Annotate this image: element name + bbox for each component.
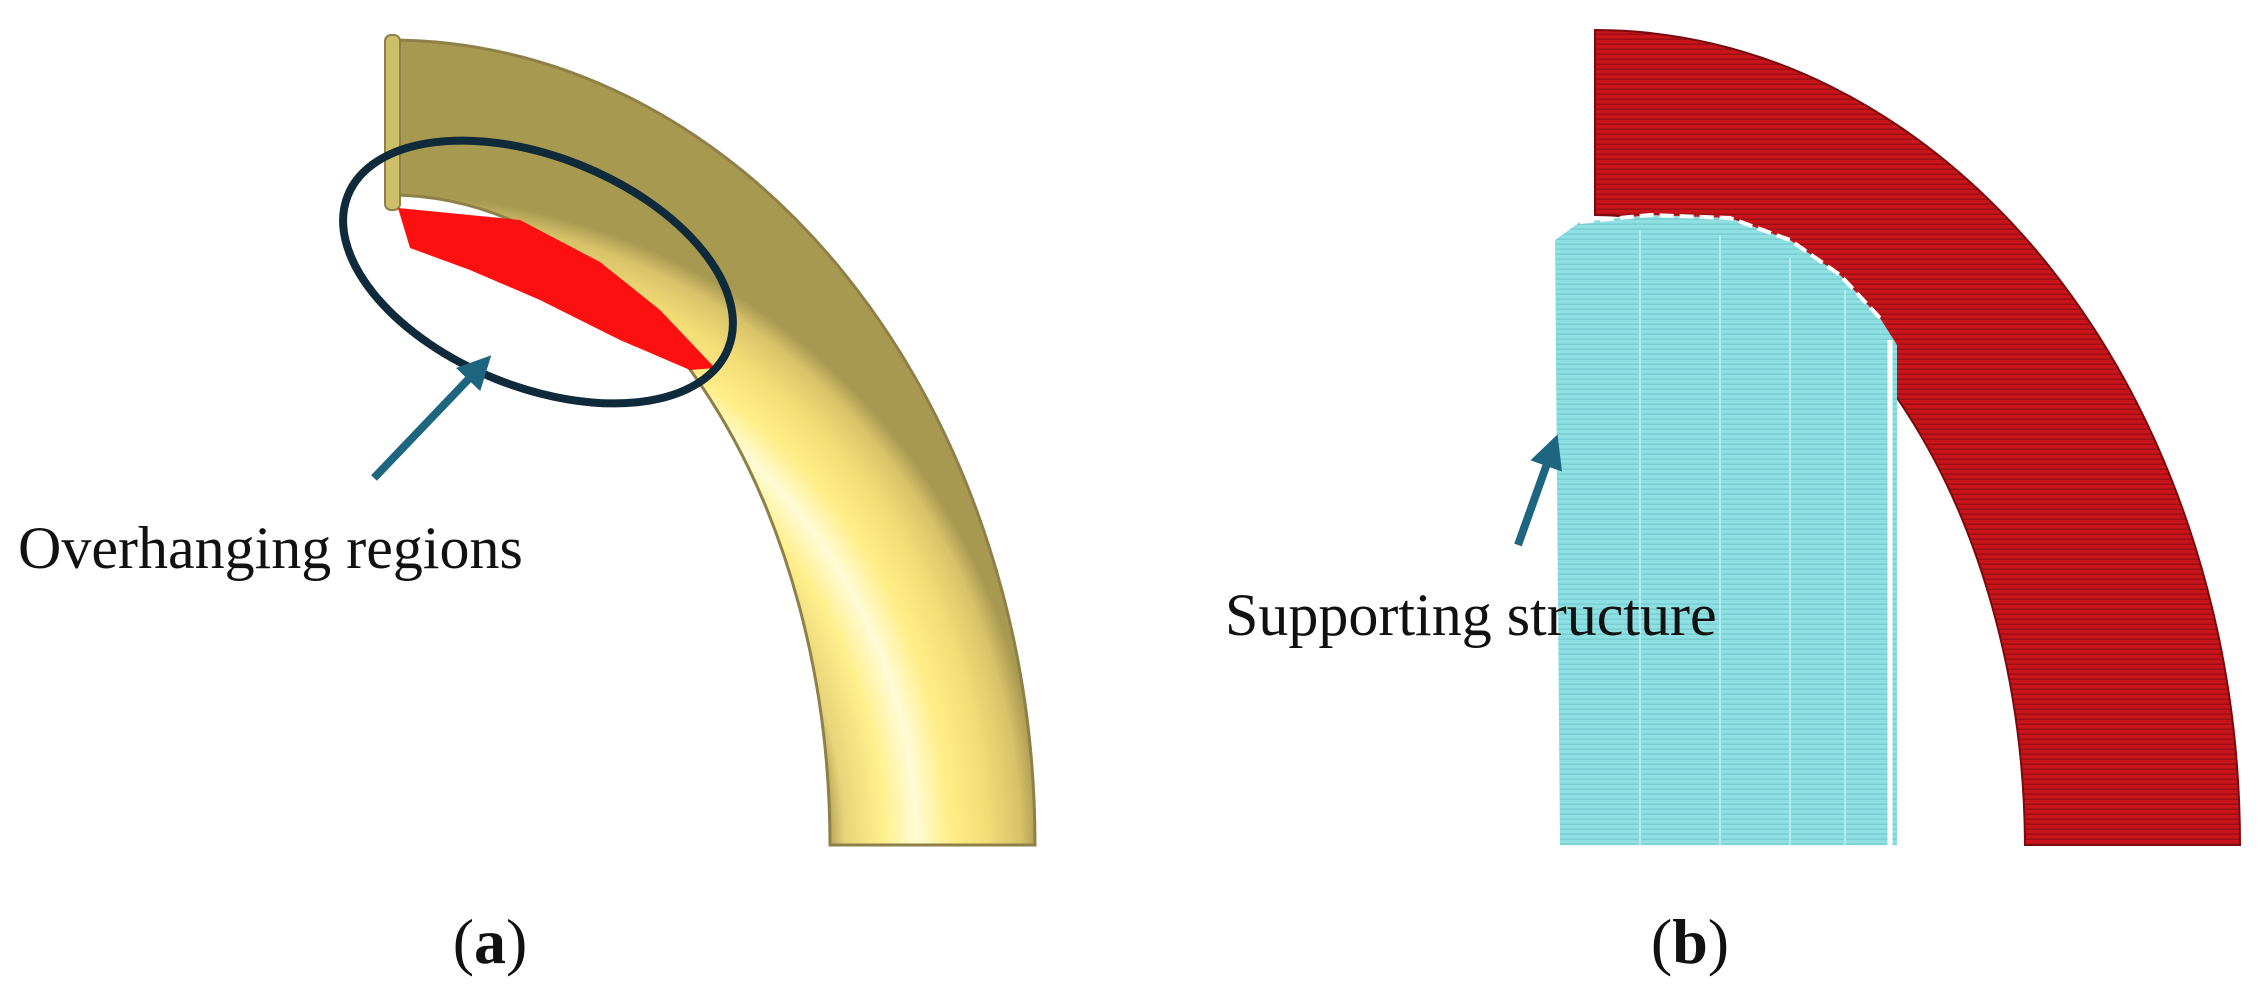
panel-b: Supporting structure (b) [1225, 28, 2242, 977]
overhang-callout-ellipse [339, 136, 737, 408]
support-arrow [1514, 434, 1563, 547]
overhanging-region [398, 208, 715, 370]
bent-tube-part [388, 38, 1037, 847]
panel-a-caption: (a) [453, 906, 528, 977]
support-top-edge [1579, 212, 1882, 320]
panel-a: Overhanging regions (a) [18, 34, 1037, 977]
support-label: Supporting structure [1225, 582, 1717, 648]
overhang-label: Overhanging regions [18, 515, 523, 581]
overhang-arrow [371, 355, 492, 481]
support-seams [1639, 230, 1846, 845]
tube-end-face [384, 34, 401, 211]
panel-b-caption: (b) [1651, 906, 1729, 977]
